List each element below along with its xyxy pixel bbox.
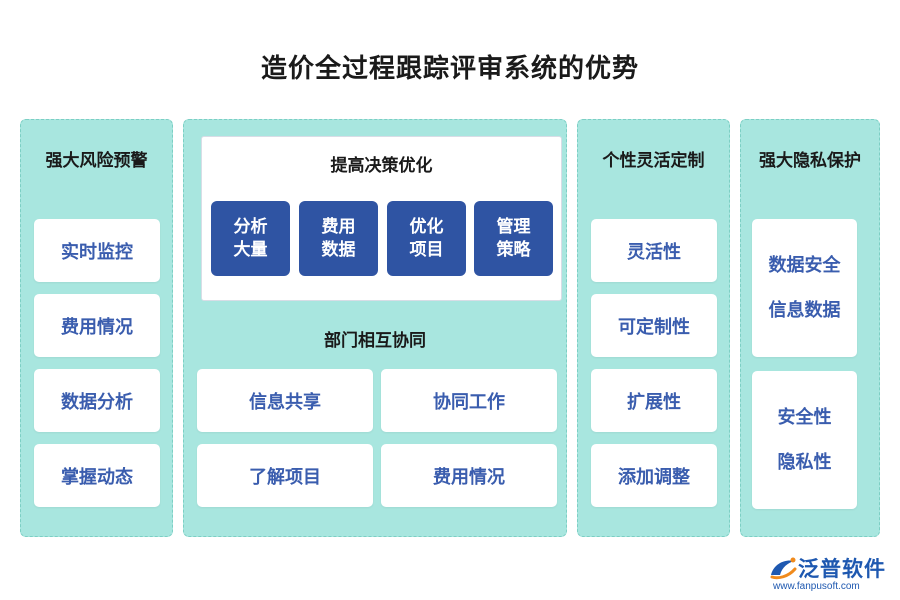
page-title: 造价全过程跟踪评审系统的优势 — [260, 54, 639, 84]
brand-logo: 泛普软件 www.fanpusoft.com — [768, 553, 894, 593]
card-item: 费用情况 — [34, 294, 160, 357]
card-line: 数据安全 — [768, 255, 841, 276]
card-item: 扩展性 — [591, 369, 717, 432]
card-item: 可定制性 — [591, 294, 717, 357]
column-heading: 个性灵活定制 — [602, 151, 705, 171]
card-item: 费用情况 — [381, 444, 557, 507]
card-line: 隐私性 — [777, 452, 832, 473]
card-item: 添加调整 — [591, 444, 717, 507]
column-heading: 强大隐私保护 — [759, 151, 861, 171]
decision-box: 管理策略 — [474, 201, 553, 276]
card-item: 数据分析 — [34, 369, 160, 432]
column-risk-warning: 强大风险预警 实时监控 费用情况 数据分析 掌握动态 — [20, 119, 173, 537]
column-heading: 强大风险预警 — [45, 151, 148, 171]
column-privacy-protection: 强大隐私保护 数据安全 信息数据 安全性 隐私性 — [740, 119, 880, 537]
column-customization: 个性灵活定制 灵活性 可定制性 扩展性 添加调整 — [577, 119, 730, 537]
collaboration-heading: 部门相互协同 — [324, 331, 426, 351]
column-decision-collaboration: 提高决策优化 分析大量 费用数据 优化项目 管理策略 部门相互协同 信息共享 协… — [183, 119, 567, 537]
fanpu-logo-icon — [770, 557, 797, 580]
card-item: 实时监控 — [34, 219, 160, 282]
panel-heading: 提高决策优化 — [330, 156, 433, 176]
decision-box: 分析大量 — [211, 201, 290, 276]
card-item: 灵活性 — [591, 219, 717, 282]
card-item: 协同工作 — [381, 369, 557, 432]
logo-url: www.fanpusoft.com — [773, 581, 860, 592]
card-line: 信息数据 — [768, 300, 841, 321]
logo-name: 泛普软件 — [798, 557, 886, 581]
card-item: 安全性 隐私性 — [752, 371, 857, 509]
card-item: 信息共享 — [197, 369, 373, 432]
card-line: 安全性 — [777, 407, 832, 428]
card-item: 数据安全 信息数据 — [752, 219, 857, 357]
card-item: 掌握动态 — [34, 444, 160, 507]
decision-panel: 提高决策优化 分析大量 费用数据 优化项目 管理策略 — [201, 136, 562, 301]
card-item: 了解项目 — [197, 444, 373, 507]
decision-box: 费用数据 — [299, 201, 378, 276]
decision-box: 优化项目 — [387, 201, 466, 276]
